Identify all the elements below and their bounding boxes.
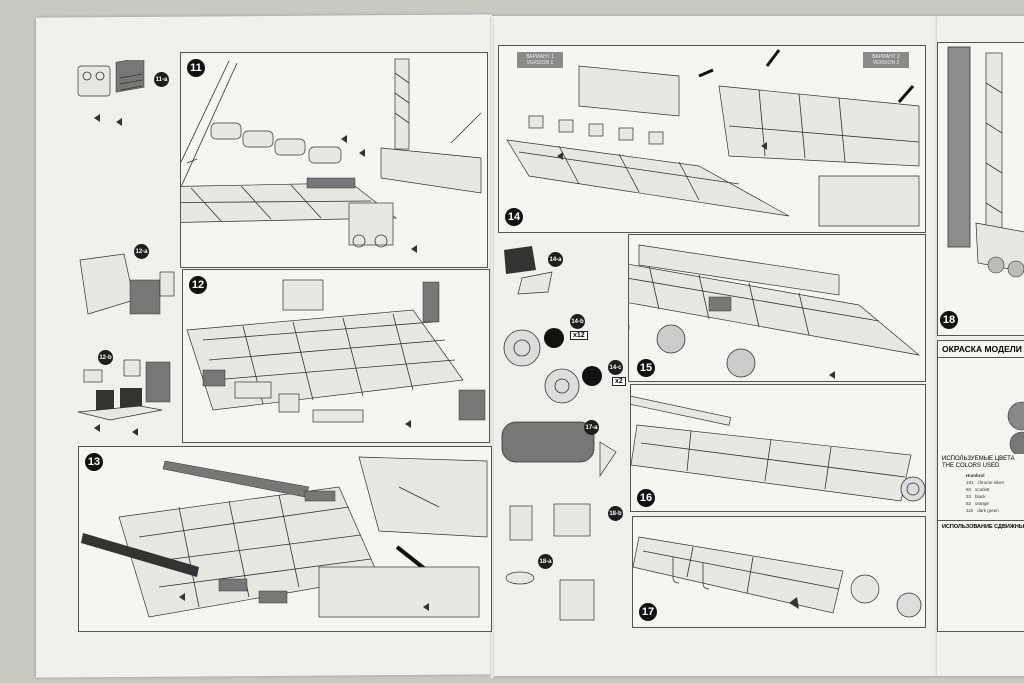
step-16-panel: 16 xyxy=(621,384,926,512)
variant-1-subtitle: VERSION 1 xyxy=(526,60,554,66)
step-15-number: 15 xyxy=(637,359,655,377)
painting-wheels-drawing xyxy=(1007,401,1024,457)
step-11a-parts-drawing xyxy=(77,57,145,126)
step-14-sub-drawing xyxy=(503,246,602,404)
step-11-drawing xyxy=(99,58,482,253)
step-14b-label: 14-b xyxy=(570,314,585,329)
model-painting-section: ОКРАСКА МОДЕЛИ ИСПОЛЬЗУЕМЫЕ ЦВЕТА THE CO… xyxy=(937,340,1024,632)
step-13-panel: 13 xyxy=(78,446,492,632)
step-14-sub-area: 14-a 14-b x12 14-c x2 xyxy=(496,238,632,413)
color-name: scarlett xyxy=(975,487,990,492)
step-15-panel: 15 xyxy=(598,234,926,382)
painting-title: ОКРАСКА МОДЕЛИ xyxy=(938,341,1024,358)
step-12-panel: 12 xyxy=(182,269,490,443)
step-13-drawing xyxy=(81,456,488,618)
step-12b-label: 12-b xyxy=(98,350,113,365)
step-17-panel: 17 xyxy=(632,516,926,628)
colors-used-heading: ИСПОЛЬЗУЕМЫЕ ЦВЕТА THE COLORS USED xyxy=(938,454,1024,472)
colors-table-header: Humbrol xyxy=(938,472,1024,479)
step-16-drawing xyxy=(621,394,926,502)
step-14c-label: 14-c xyxy=(608,360,623,375)
step-12-sub-drawing xyxy=(77,253,175,436)
step-15-drawing xyxy=(598,244,921,379)
color-code: 33 xyxy=(966,494,972,499)
variant-2-subtitle: VERSION 2 xyxy=(872,60,900,66)
colors-used-en: THE COLORS USED xyxy=(942,463,1000,469)
step-18b-label: 18-b xyxy=(608,506,623,521)
step-17-number: 17 xyxy=(639,603,657,621)
step-18-number: 18 xyxy=(940,311,958,329)
step-18-drawing xyxy=(947,46,1024,278)
step-13-number: 13 xyxy=(85,453,103,471)
color-code: 116 xyxy=(966,508,974,513)
variant-1-title: ВАРИАНТ 1 xyxy=(526,54,554,60)
color-code: 191 xyxy=(966,480,974,485)
step-18a-label: 18-a xyxy=(538,554,553,569)
step-12-number: 12 xyxy=(189,276,207,294)
color-name: black xyxy=(975,494,986,499)
color-name: dark green xyxy=(977,508,999,513)
step-11-panel: 11 xyxy=(99,52,488,268)
variant-2-label: ВАРИАНТ 2 VERSION 2 xyxy=(863,52,909,68)
step-12a-label: 12-a xyxy=(134,244,149,259)
brand-header: Humbrol xyxy=(966,473,985,478)
multiplier-x2: x2 xyxy=(612,377,626,386)
variant-2-title: ВАРИАНТ 2 xyxy=(872,54,900,60)
color-name: chrome silver xyxy=(977,480,1005,485)
color-name: orange xyxy=(975,501,990,506)
step-16-number: 16 xyxy=(637,489,655,507)
step-17-drawing xyxy=(632,536,922,618)
step-11a-label: 11-a xyxy=(154,72,169,87)
step-11a-area: 11-a xyxy=(72,57,177,135)
step-17-18-sub-drawing xyxy=(501,421,617,621)
color-code: 82 xyxy=(966,501,972,506)
color-code: 60 xyxy=(966,487,972,492)
step-17a-label: 17-a xyxy=(584,420,599,435)
colors-used-ru: ИСПОЛЬЗУЕМЫЕ ЦВЕТА xyxy=(942,456,1015,462)
decals-title: ИСПОЛЬЗОВАНИЕ СДВИЖНЫХ КА xyxy=(938,520,1024,533)
step-14-number: 14 xyxy=(505,208,523,226)
step-12-drawing xyxy=(186,279,486,428)
variant-1-label: ВАРИАНТ 1 VERSION 1 xyxy=(517,52,563,68)
step-17-18-sub-area: 17-a 18-b 18-a xyxy=(496,412,630,634)
step-14-drawing xyxy=(506,49,920,227)
step-14-panel: ВАРИАНТ 1 VERSION 1 ВАРИАНТ 2 VERSION 2 … xyxy=(498,45,926,233)
step-18-panel: 18 xyxy=(937,42,1024,336)
step-14a-label: 14-a xyxy=(548,252,563,267)
multiplier-x12: x12 xyxy=(570,331,588,340)
painting-illustration-area xyxy=(938,358,1024,457)
step-12-sub-area: 12-a 12-b xyxy=(74,240,184,445)
paper-fold xyxy=(490,18,494,678)
step-11-number: 11 xyxy=(187,59,205,77)
